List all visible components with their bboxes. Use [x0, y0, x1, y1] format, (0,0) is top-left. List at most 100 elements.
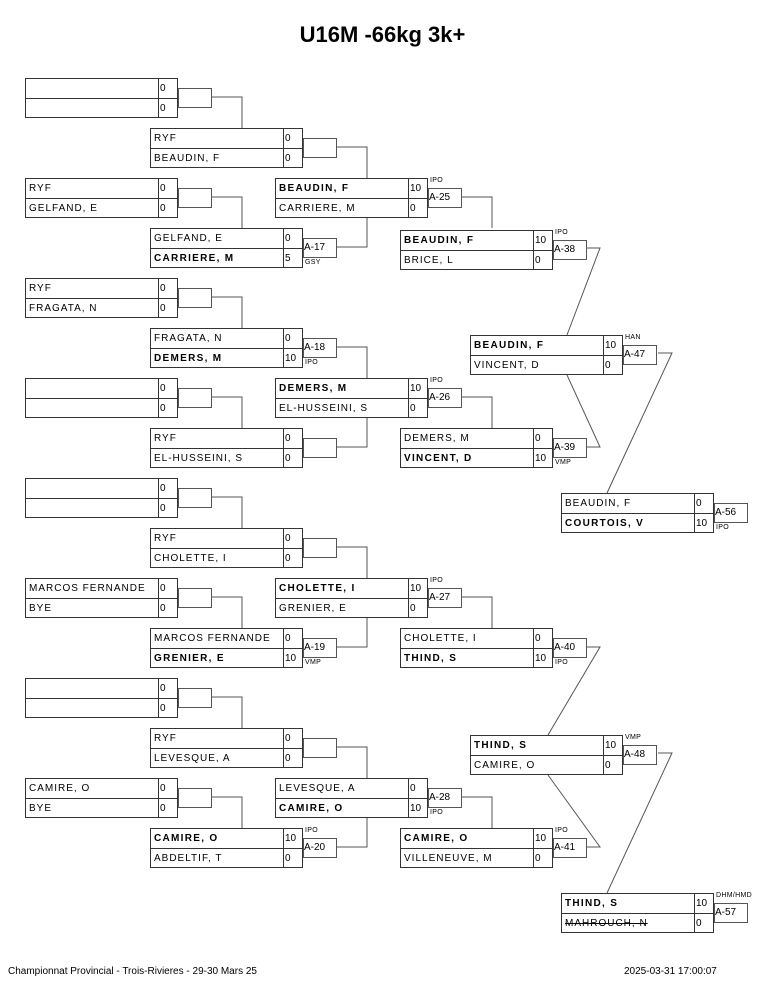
competitor-score: 0 [158, 779, 177, 799]
connector-line [212, 296, 243, 328]
match-number-box: A-47 [623, 345, 657, 365]
competitor-score: 10 [408, 379, 427, 399]
competitor-name: BEAUDIN, F [154, 153, 221, 164]
competitor-name: GELFAND, E [151, 229, 283, 249]
match-number-box [303, 438, 337, 458]
competitor-score: 10 [533, 829, 552, 849]
competitor-name [26, 379, 158, 399]
match-number-box: A-38 [553, 240, 587, 260]
competitor-score: 10 [533, 449, 552, 468]
competitor-score: 10 [283, 349, 302, 368]
competitor-score: 0 [283, 449, 302, 468]
competitor-score: 0 [283, 629, 302, 649]
match-number-box [303, 138, 337, 158]
competitor-name: BEAUDIN, F [562, 494, 694, 514]
competitor-name: CARRIERE, M [154, 253, 235, 264]
competitor-score: 5 [283, 249, 302, 268]
competitor-score: 0 [158, 479, 177, 499]
competitor-name [26, 679, 158, 699]
competitor-score: 0 [158, 299, 177, 318]
competitor-score: 0 [158, 379, 177, 399]
competitor-name: RYF [26, 279, 158, 299]
competitor-name: BYE [29, 603, 53, 614]
match-number-box: A-48 [623, 745, 657, 765]
competitor-name: EL-HUSSEINI, S [279, 403, 369, 414]
connector-line [337, 146, 368, 178]
win-type-tag: IPO [716, 524, 729, 531]
competitor-name: CHOLETTE, I [154, 553, 227, 564]
competitor-name: DEMERS, M [401, 429, 533, 449]
competitor-name: CHOLETTE, I [276, 579, 408, 599]
win-type-tag: DHM/HMD [716, 892, 752, 899]
bracket-title: U16M -66kg 3k+ [299, 22, 466, 47]
connector-line [566, 374, 601, 448]
competitor-name: COURTOIS, V [565, 518, 645, 529]
competitor-score: 10 [408, 799, 427, 818]
win-type-tag: IPO [555, 229, 568, 236]
competitor-name: FRAGATA, N [29, 303, 98, 314]
connector-line [337, 818, 368, 848]
competitor-name: GRENIER, E [154, 653, 225, 664]
competitor-score: 10 [408, 579, 427, 599]
connector-line [462, 596, 493, 628]
competitor-name: RYF [26, 179, 158, 199]
competitor-score: 0 [533, 849, 552, 868]
win-type-tag: GSY [305, 259, 321, 266]
match-number-box: A-26 [428, 388, 462, 408]
connector-line [462, 196, 493, 228]
connector-line [212, 596, 243, 628]
connector-line [212, 196, 243, 228]
competitor-score: 0 [158, 799, 177, 818]
competitor-name: CARRIERE, M [279, 203, 356, 214]
competitor-score: 0 [533, 629, 552, 649]
match-number-box: A-57 [714, 903, 748, 923]
competitor-name: CHOLETTE, I [401, 629, 533, 649]
competitor-name: CAMIRE, O [151, 829, 283, 849]
win-type-tag: VMP [305, 659, 322, 666]
connector-line [212, 396, 243, 428]
competitor-name: DEMERS, M [276, 379, 408, 399]
competitor-name [26, 699, 158, 719]
competitor-score: 0 [283, 849, 302, 868]
competitor-score: 0 [408, 779, 427, 799]
competitor-name [26, 99, 158, 119]
match-number-box [178, 488, 212, 508]
connector-line [462, 796, 493, 828]
competitor-name: VILLENEUVE, M [404, 853, 493, 864]
competitor-score: 0 [408, 199, 427, 218]
competitor-score: 0 [158, 699, 177, 718]
competitor-score: 0 [283, 749, 302, 768]
win-type-tag: IPO [555, 827, 568, 834]
competitor-score: 10 [283, 829, 302, 849]
match-number-box: A-19 [303, 638, 337, 658]
